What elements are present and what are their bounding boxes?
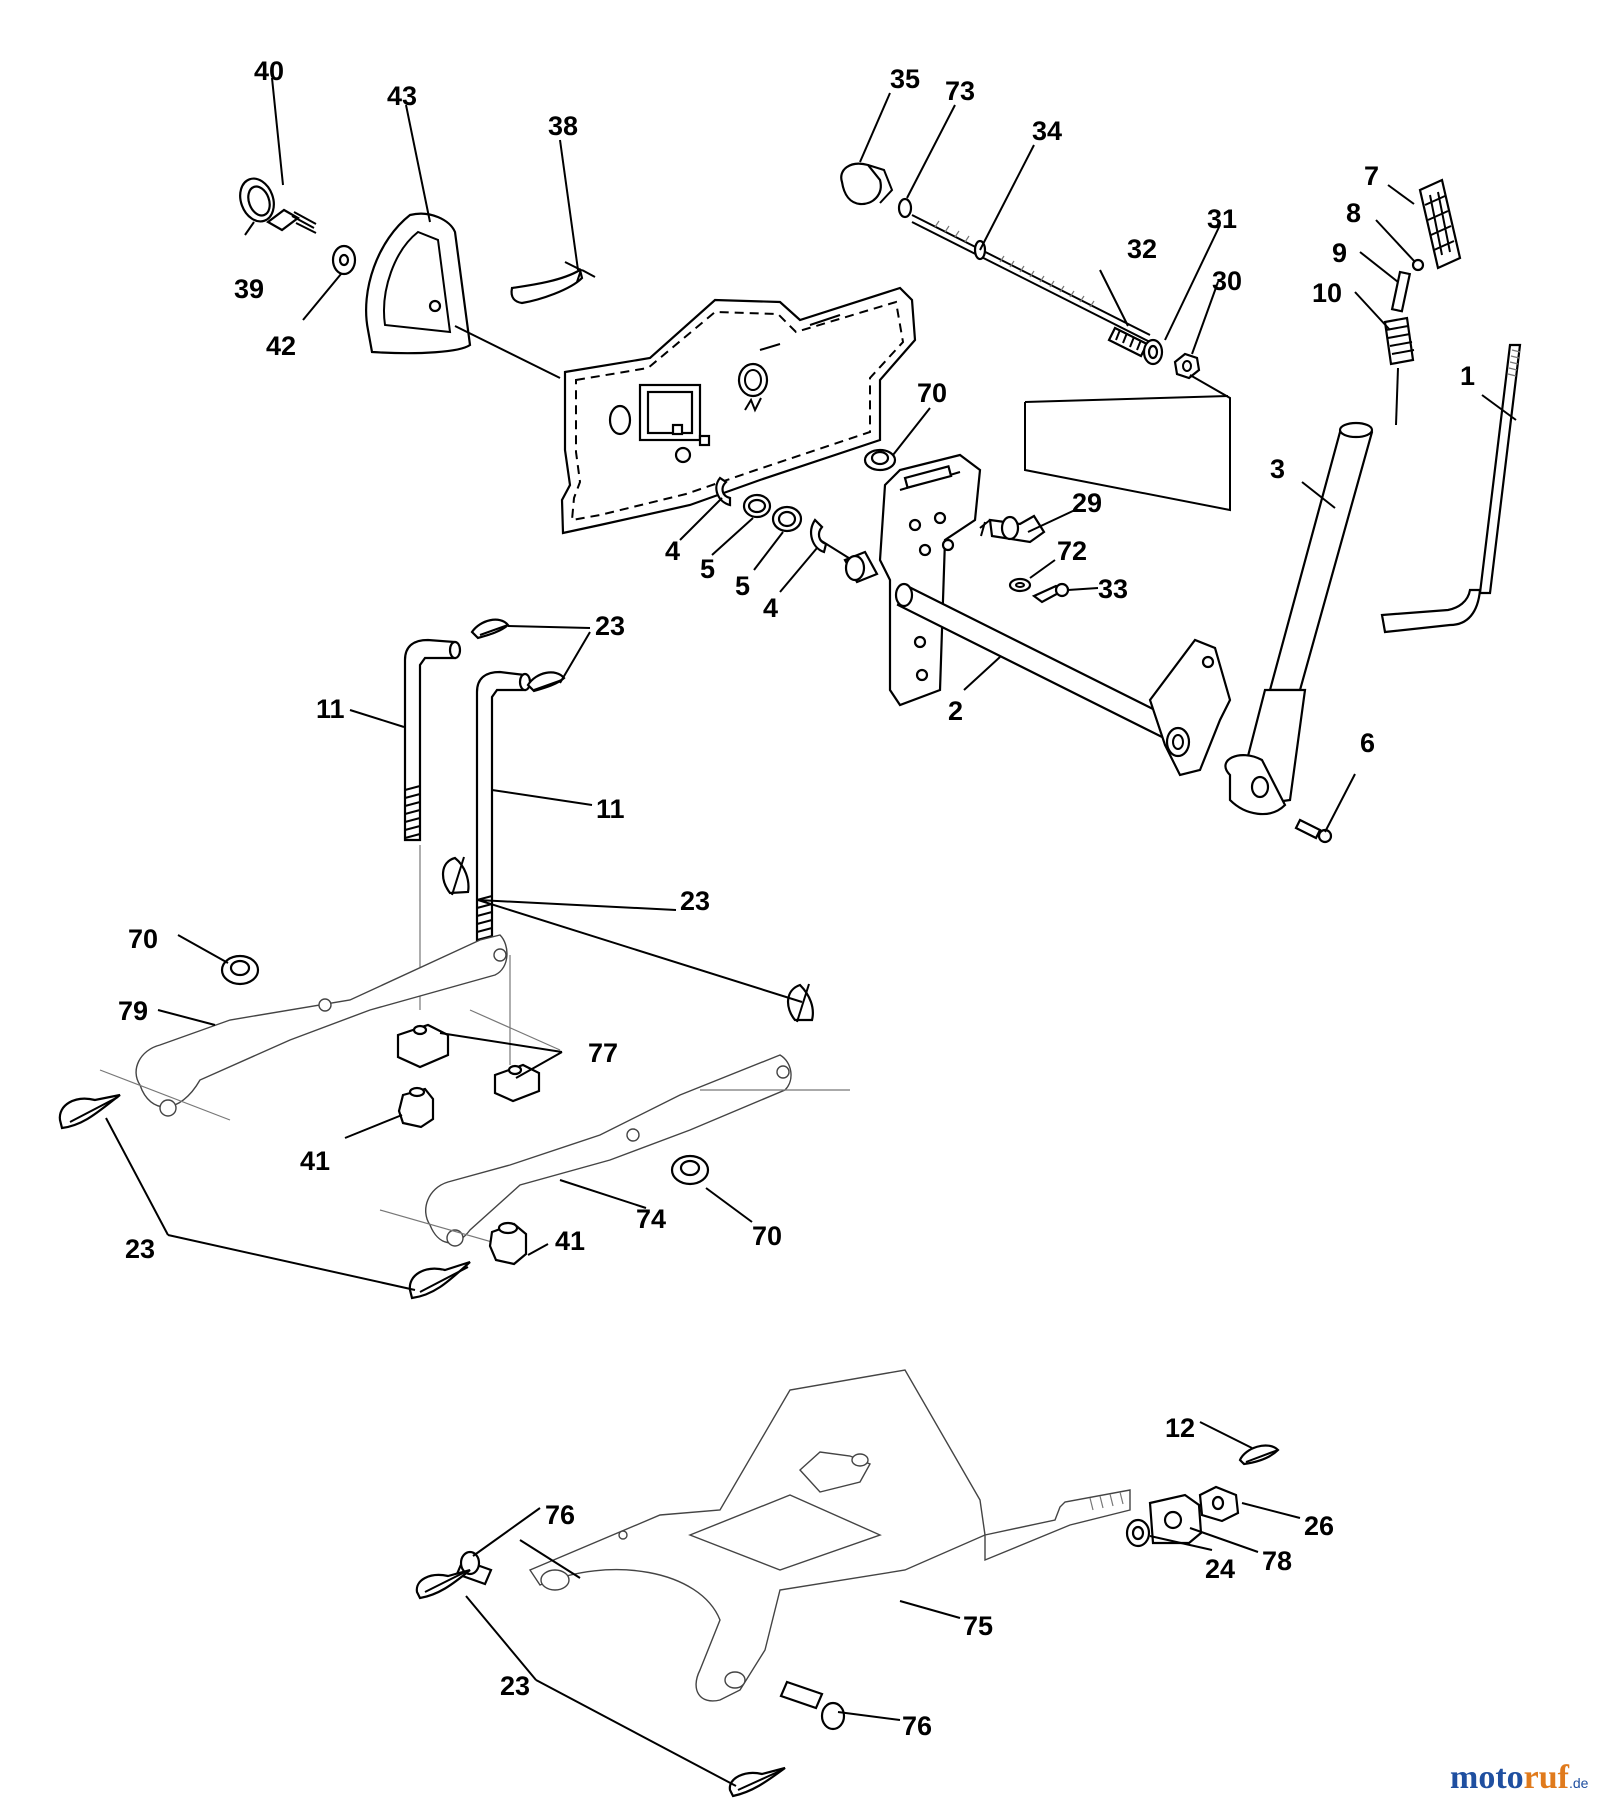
label-23-top: 23: [595, 611, 625, 641]
label-26: 26: [1304, 1511, 1334, 1541]
label-43: 43: [387, 81, 417, 111]
label-1: 1: [1460, 361, 1475, 391]
label-11-right: 11: [596, 794, 625, 824]
label-41-upper: 41: [300, 1146, 330, 1176]
adjust-rod-assembly: [840, 162, 1231, 512]
ring-set: [715, 476, 853, 561]
label-70-upper: 70: [917, 378, 947, 408]
svg-text:motoruf.de: motoruf.de: [1450, 1759, 1589, 1796]
side-plate: [560, 286, 917, 535]
label-8: 8: [1346, 198, 1361, 228]
label-5-right: 5: [735, 571, 750, 601]
label-75: 75: [963, 1611, 993, 1641]
label-29: 29: [1072, 488, 1102, 518]
label-35: 35: [890, 64, 920, 94]
label-7: 7: [1364, 161, 1379, 191]
label-77: 77: [588, 1038, 618, 1068]
label-31: 31: [1207, 204, 1237, 234]
label-30: 30: [1212, 266, 1242, 296]
bottom-fittings: [415, 1444, 1280, 1798]
label-32: 32: [1127, 234, 1157, 264]
watermark-part1: moto: [1450, 1759, 1524, 1796]
label-34: 34: [1032, 116, 1062, 146]
clips-lower: [58, 1093, 471, 1300]
watermark-suffix: .de: [1569, 1775, 1589, 1791]
label-70-left: 70: [128, 924, 158, 954]
label-38: 38: [548, 111, 578, 141]
lift-handle: [1224, 178, 1462, 844]
label-6: 6: [1360, 728, 1375, 758]
label-11-left: 11: [316, 694, 345, 724]
label-4-left: 4: [665, 536, 680, 566]
label-40: 40: [254, 56, 284, 86]
label-72: 72: [1057, 536, 1087, 566]
label-78: 78: [1262, 1546, 1292, 1576]
label-3: 3: [1270, 454, 1285, 484]
label-24: 24: [1205, 1554, 1235, 1584]
part-labels: 40 43 38 39 42 35 73 34 31 32 30 7 8 9 1…: [118, 56, 1475, 1741]
stud-fittings: [979, 514, 1070, 604]
label-23-middle: 23: [680, 886, 710, 916]
bottom-frame: [519, 1369, 1131, 1702]
label-12: 12: [1165, 1413, 1195, 1443]
label-79: 79: [118, 996, 148, 1026]
label-70-right: 70: [752, 1221, 782, 1251]
leader-lines: [105, 77, 1517, 1787]
l-rods: [403, 618, 814, 1065]
label-41-lower: 41: [555, 1226, 585, 1256]
label-4-right: 4: [763, 593, 778, 623]
label-9: 9: [1332, 238, 1347, 268]
cover-assembly: [239, 177, 596, 379]
rod-1: [1380, 343, 1522, 634]
label-2: 2: [948, 696, 963, 726]
label-39: 39: [234, 274, 264, 304]
lift-shaft: [843, 453, 1232, 777]
label-76-lower: 76: [902, 1711, 932, 1741]
watermark-logo: motoruf.de: [1450, 1759, 1589, 1796]
label-10: 10: [1312, 278, 1342, 308]
label-74: 74: [636, 1204, 666, 1234]
label-5-left: 5: [700, 554, 715, 584]
swivel-fittings: [220, 954, 710, 1266]
flange-nut-70-upper: [863, 448, 897, 472]
label-23-lower: 23: [125, 1234, 155, 1264]
label-73: 73: [945, 76, 975, 106]
watermark-part2: ruf: [1524, 1759, 1570, 1796]
lift-arms: [99, 934, 850, 1251]
label-23-bottom: 23: [500, 1671, 530, 1701]
label-42: 42: [266, 331, 296, 361]
label-76-upper: 76: [545, 1500, 575, 1530]
label-33: 33: [1098, 574, 1128, 604]
